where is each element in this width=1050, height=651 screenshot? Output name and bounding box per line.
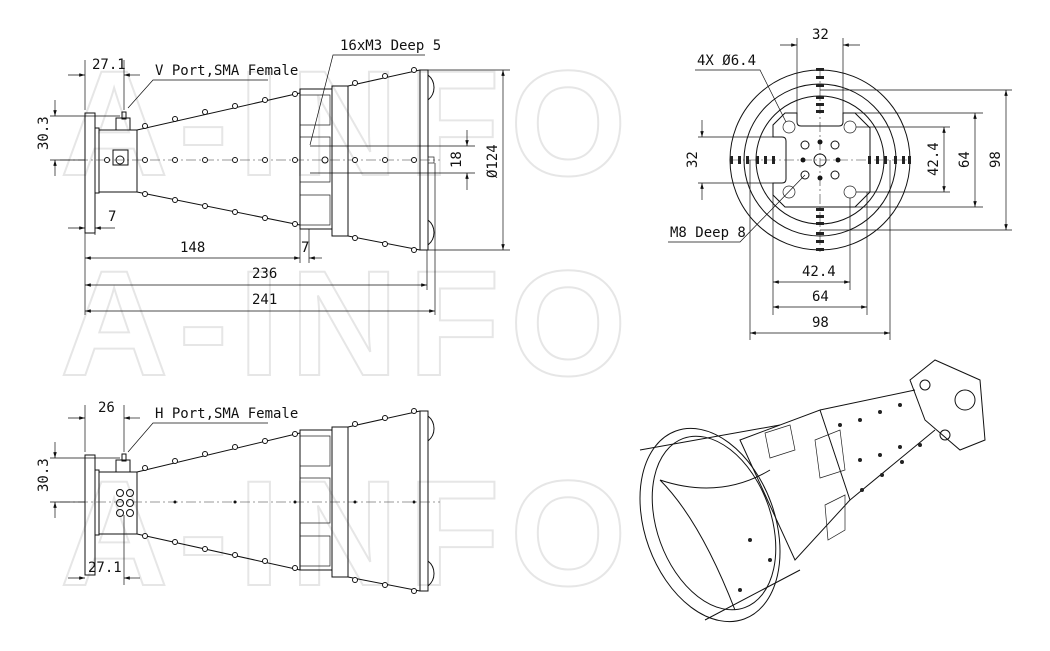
dim-30-3-h: 30.3: [36, 458, 52, 492]
dim-30-3: 30.3: [36, 116, 52, 150]
dim-98-vertical: 98: [988, 151, 1004, 168]
holes-label: 16xM3 Deep 5: [340, 38, 441, 54]
side-view-v-port: 27.1 30.3 7 148 7 236 241 Ø124 18 V Port…: [36, 38, 510, 315]
h-port-label: H Port,SMA Female: [155, 406, 298, 422]
dim-42-4-horizontal: 42.4: [802, 264, 836, 280]
dim-27-1-bottom: 27.1: [88, 560, 122, 576]
dim-26: 26: [98, 400, 115, 416]
m8-label: M8 Deep 8: [670, 225, 746, 241]
dim-98-horizontal: 98: [812, 315, 829, 331]
dim-27-1: 27.1: [92, 57, 126, 73]
dim-64-horizontal: 64: [812, 289, 829, 305]
dim-7-flange: 7: [108, 209, 116, 225]
dim-7-block: 7: [301, 240, 309, 256]
front-view: 32 32 42.4 64 98 42.4 64 98 4X Ø6.4 M8 D…: [668, 27, 1012, 340]
side-view-h-port: 26 30.3 27.1 H Port,SMA Female: [36, 400, 440, 594]
watermark-text-1: A-INFO: [60, 39, 637, 207]
dim-236: 236: [252, 266, 277, 282]
holes-4x-label: 4X Ø6.4: [697, 53, 756, 69]
dim-64-vertical: 64: [957, 151, 973, 168]
dim-241: 241: [252, 292, 277, 308]
isometric-view: [639, 359, 986, 623]
dim-32-left: 32: [685, 151, 701, 168]
watermark-text-2: A-INFO: [60, 239, 637, 407]
dim-diameter-124: Ø124: [485, 144, 501, 178]
watermark-text-3: A-INFO: [60, 449, 637, 617]
v-port-label: V Port,SMA Female: [155, 63, 298, 79]
dim-32-top: 32: [812, 27, 829, 43]
dim-42-4-vertical: 42.4: [926, 142, 942, 176]
watermark: A-INFO A-INFO A-INFO: [59, 38, 637, 618]
dim-148: 148: [180, 240, 205, 256]
dim-18: 18: [449, 151, 465, 168]
